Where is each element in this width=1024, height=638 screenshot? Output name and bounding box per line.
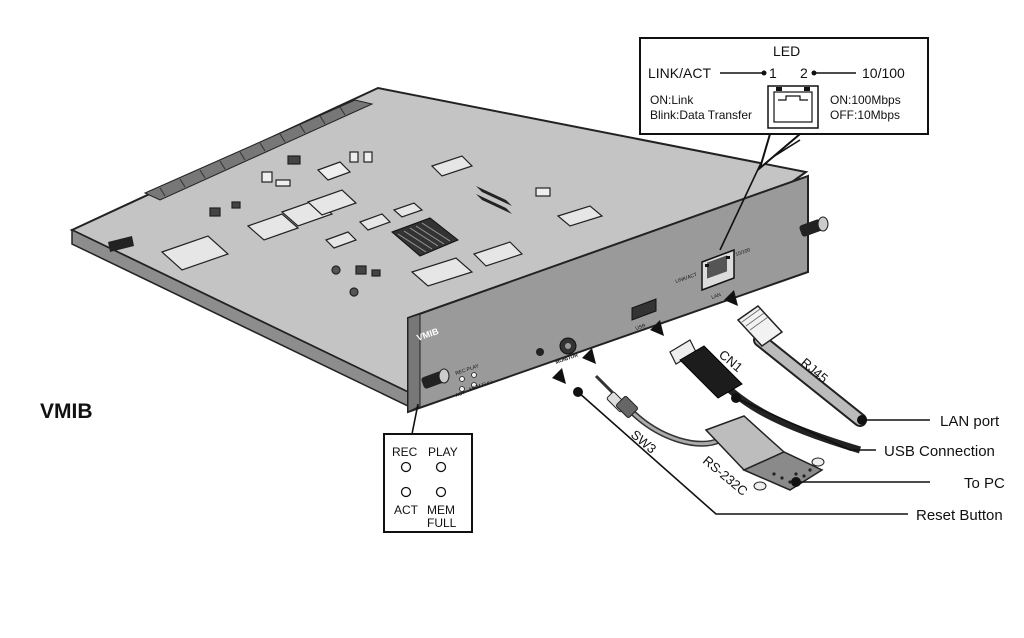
panel-act-label: ACT (455, 390, 466, 399)
to-pc-label: To PC (964, 475, 1005, 492)
chip-small (358, 213, 392, 231)
smd-part (209, 207, 221, 217)
chip (410, 257, 474, 287)
chip (316, 161, 352, 181)
smd-part (371, 269, 381, 277)
arrow-icon (552, 368, 566, 384)
rj45-cable (736, 305, 867, 427)
led-blink: Blink:Data Transfer (650, 108, 752, 122)
lan-jack (701, 248, 735, 292)
smd-part (331, 265, 341, 275)
insert-arrows (552, 290, 738, 384)
monitor-jack (559, 337, 577, 355)
chip-large (160, 235, 230, 271)
smd-part (363, 151, 373, 163)
status-rec-label: REC (392, 445, 418, 459)
callout-lines (411, 139, 930, 515)
usb-connection-leader (735, 397, 876, 451)
reset-button-label: Reset Button (916, 507, 1003, 524)
play-led-icon (435, 461, 447, 473)
led-speed: 10/100 (862, 65, 905, 81)
status-play-label: PLAY (428, 445, 458, 459)
status-mem-label: MEM (427, 503, 455, 517)
arrow-icon (650, 320, 664, 336)
led-heading: LED (773, 43, 800, 59)
arrow-icon (582, 348, 596, 364)
thumbscrew-right (799, 216, 829, 237)
chip (306, 189, 358, 216)
led-on-link: ON:Link (650, 93, 694, 107)
chip (472, 241, 524, 267)
rs232c-cable (594, 374, 825, 491)
status-full-label: FULL (427, 516, 457, 530)
led-on-100: ON:100Mbps (830, 93, 901, 107)
act-led-icon (400, 486, 412, 498)
rj45-port-icon (767, 85, 819, 129)
arrow-icon (724, 290, 738, 306)
reset-hole (536, 348, 544, 356)
status-led-box: REC PLAY ACT MEM FULL (383, 433, 473, 533)
mem-full-led-icon (435, 486, 447, 498)
smd-part (349, 287, 359, 297)
chip-small (324, 231, 358, 249)
lan-port-label: LAN port (940, 413, 1000, 430)
panel-lan-label: LAN (711, 292, 723, 301)
smd-part (231, 201, 241, 209)
led-number-2: 2 (800, 65, 808, 81)
led-number-1: 1 (769, 65, 777, 81)
panel-speed-label: 10/100 (735, 247, 752, 258)
board-components (160, 151, 604, 297)
smd-part (349, 151, 359, 163)
thumbscrew-left (421, 368, 450, 389)
chip (430, 155, 474, 177)
smd-part (355, 265, 367, 275)
pin-header-left (108, 236, 134, 252)
smd-part (535, 187, 551, 197)
rec-led-icon (400, 461, 412, 473)
led-off-10: OFF:10Mbps (830, 108, 900, 122)
led-info-box: LED LINK/ACT 1 2 10/100 ON:Link Blink:Da… (639, 37, 929, 171)
pin-header (476, 186, 512, 214)
led-link-act: LINK/ACT (648, 65, 711, 81)
panel-usb-label: USB (635, 323, 647, 332)
status-act-label: ACT (394, 503, 419, 517)
chip (556, 205, 604, 227)
heatsink (391, 217, 459, 257)
chip (246, 213, 300, 241)
chip-small (392, 202, 424, 218)
front-panel (407, 174, 809, 414)
smd-part (287, 155, 301, 165)
smd-part (275, 179, 291, 187)
usb-port (631, 298, 657, 321)
usb-connection-label: USB Connection (884, 443, 995, 460)
panel-leds (459, 372, 477, 392)
smd-part (261, 171, 273, 183)
reset-button-leader (577, 391, 908, 515)
status-box-pointer (411, 403, 419, 435)
diagram-title: VMIB (40, 400, 93, 423)
callout-dots (573, 387, 867, 487)
